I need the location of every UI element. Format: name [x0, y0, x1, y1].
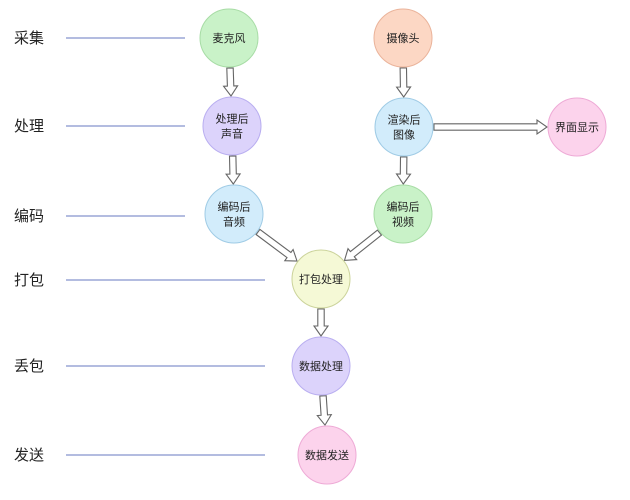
node-label-data_process-0: 数据处理 [299, 359, 343, 373]
node-data_send: 数据发送 [297, 425, 357, 485]
node-label-video_rendered-1: 图像 [393, 129, 415, 142]
node-circle-camera [373, 8, 433, 68]
node-camera: 摄像头 [373, 8, 433, 68]
node-label-display-0: 界面显示 [555, 121, 599, 134]
node-circle-data_send [297, 425, 357, 485]
arrows [222, 67, 548, 427]
arrow-packing-to-data_process [312, 308, 330, 337]
arrow-audio_encoded-to-packing [255, 228, 298, 262]
stage-label-3: 打包 [14, 271, 44, 289]
node-circle-audio_processed [202, 96, 262, 156]
nodes: 麦克风摄像头处理后声音渲染后图像界面显示编码后音频编码后视频打包处理数据处理数据… [199, 8, 607, 485]
node-label-audio_processed-1: 声音 [221, 127, 243, 141]
node-label-mic-0: 麦克风 [213, 32, 246, 45]
arrow-mic-to-audio_processed [222, 67, 239, 97]
stage-label-5: 发送 [14, 446, 44, 464]
node-label-video_encoded-0: 编码后 [387, 200, 420, 214]
arrow-camera-to-video_rendered [395, 67, 412, 98]
node-circle-mic [199, 8, 259, 68]
stage-label-1: 处理 [14, 117, 44, 135]
node-mic: 麦克风 [199, 8, 259, 68]
node-circle-data_process [291, 336, 351, 396]
arrow-video_rendered-to-video_encoded [395, 156, 412, 185]
node-circle-audio_encoded [204, 184, 264, 244]
node-label-camera-0: 摄像头 [387, 31, 420, 45]
stage-label-2: 编码 [14, 207, 44, 225]
node-data_process: 数据处理 [291, 336, 351, 396]
node-label-video_encoded-1: 视频 [392, 215, 414, 229]
node-label-packing-0: 打包处理 [299, 272, 343, 286]
node-packing: 打包处理 [291, 249, 351, 309]
node-circle-video_encoded [373, 184, 433, 244]
node-circle-display [547, 97, 607, 157]
node-label-audio_encoded-1: 音频 [223, 215, 245, 229]
stage-lines [66, 37, 265, 456]
stage-label-4: 丢包 [14, 357, 44, 375]
node-circle-video_rendered [374, 97, 434, 157]
node-label-data_send-0: 数据发送 [305, 448, 349, 462]
node-display: 界面显示 [547, 97, 607, 157]
node-circle-packing [291, 249, 351, 309]
node-label-video_rendered-0: 渲染后 [388, 113, 421, 127]
arrow-data_process-to-data_send [316, 395, 333, 427]
arrow-video_rendered-to-display [433, 118, 548, 136]
arrow-audio_processed-to-audio_encoded [225, 155, 242, 185]
arrow-video_encoded-to-packing [343, 229, 383, 262]
node-label-audio_encoded-0: 编码后 [218, 200, 251, 214]
stage-label-0: 采集 [14, 29, 44, 47]
node-label-audio_processed-0: 处理后 [216, 113, 249, 126]
